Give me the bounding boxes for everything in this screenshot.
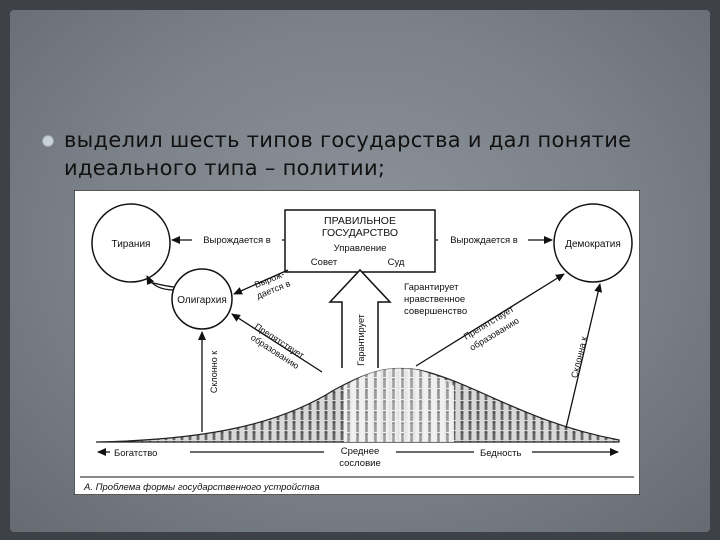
degenerates-right-label: Вырождается в: [450, 235, 518, 246]
guarantees-moral-line3: совершенство: [404, 306, 467, 317]
degenerates-left-label: Вырождается в: [203, 235, 271, 246]
axis-middle-line2: сословие: [339, 458, 380, 469]
tyranny-label: Тирания: [112, 239, 151, 250]
arrow-oligarchy-to-tyranny: [146, 275, 175, 291]
arrow-inclined-democracy: [565, 283, 603, 429]
middle-class-crowd: [344, 368, 454, 442]
center-title-line1: ПРАВИЛЬНОЕ: [324, 215, 396, 227]
diagram-figure: ПРАВИЛЬНОЕ ГОСУДАРСТВО Управление Совет …: [74, 190, 640, 495]
inclined-left-label: Склонно к: [209, 351, 219, 393]
state-forms-diagram: ПРАВИЛЬНОЕ ГОСУДАРСТВО Управление Совет …: [74, 190, 640, 495]
axis-middle-line1: Среднее: [341, 446, 380, 457]
center-box: [284, 209, 436, 273]
center-sub-management: Управление: [334, 243, 387, 254]
center-sub-council: Совет: [311, 257, 338, 268]
guarantees-moral-line2: нравственное: [404, 294, 465, 305]
arrow-prevents-oligarchy: [231, 313, 323, 373]
bullet-item: выделил шесть типов государства и дал по…: [42, 126, 662, 182]
oligarchy-node: [171, 268, 233, 330]
democracy-node: [553, 203, 633, 283]
guarantees-moral-line1: Гарантирует: [404, 282, 459, 293]
axis-wealth-label: Богатство: [114, 448, 157, 459]
guarantee-up-arrow: [328, 268, 392, 368]
arrow-prevents-democracy: [415, 273, 565, 367]
guarantees-up-label: Гарантирует: [356, 314, 366, 366]
democracy-label: Демократия: [565, 239, 621, 250]
center-sub-court: Суд: [388, 257, 405, 268]
oligarchy-label: Олигархия: [177, 295, 227, 306]
figure-caption: А. Проблема формы государственного устро…: [83, 482, 320, 493]
center-title-line2: ГОСУДАРСТВО: [322, 227, 398, 239]
axis-poverty-label: Бедность: [480, 448, 521, 459]
bullet-text: выделил шесть типов государства и дал по…: [64, 128, 632, 180]
bullet-dot-icon: [42, 135, 54, 147]
tyranny-node: [91, 203, 171, 283]
arrow-to-oligarchy: [233, 269, 289, 295]
